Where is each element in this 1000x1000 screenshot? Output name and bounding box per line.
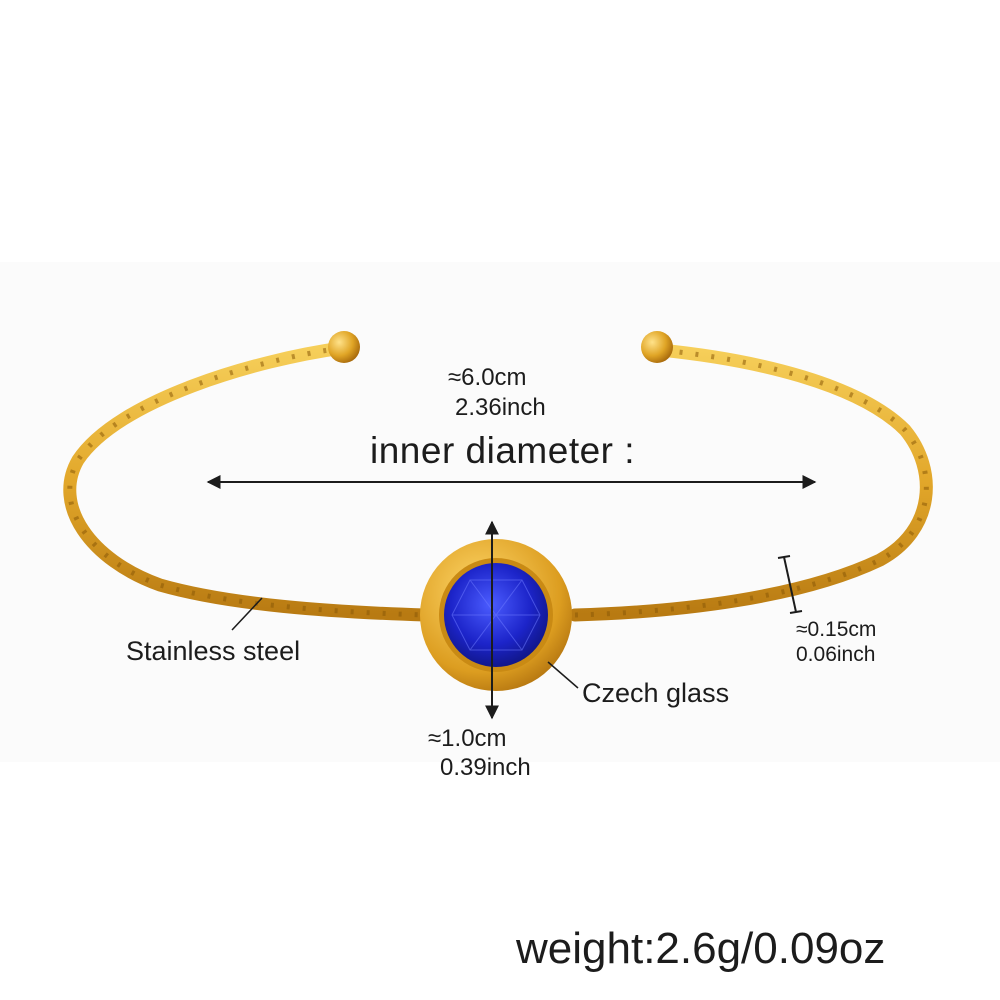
weight-label: weight:2.6g/0.09oz <box>516 924 886 973</box>
material-steel-label: Stainless steel <box>126 636 301 666</box>
width-inch-label: 2.36inch <box>455 394 546 421</box>
end-ball-left <box>328 331 360 363</box>
thickness-inch-label: 0.06inch <box>796 643 876 666</box>
steel-leader-line <box>231 597 263 631</box>
glass-leader-line <box>547 661 579 689</box>
inner-diameter-title: inner diameter : <box>370 430 636 471</box>
material-glass-label: Czech glass <box>582 678 730 708</box>
end-ball-right <box>641 331 673 363</box>
thickness-marker <box>777 555 803 614</box>
bangle-texture <box>67 345 929 618</box>
stone-inch-label: 0.39inch <box>440 754 531 781</box>
stone-cm-label: ≈1.0cm <box>428 725 507 752</box>
thickness-cm-label: ≈0.15cm <box>796 618 877 641</box>
width-cm-label: ≈6.0cm <box>448 364 527 391</box>
